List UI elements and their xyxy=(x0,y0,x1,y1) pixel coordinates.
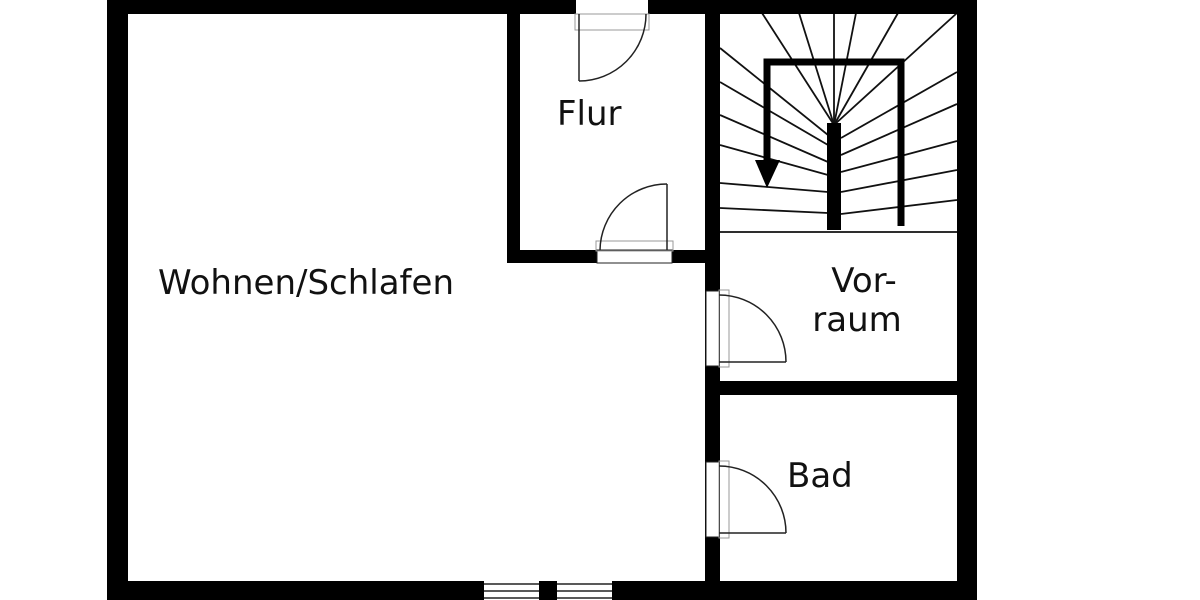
walls xyxy=(107,0,977,600)
window-1 xyxy=(484,581,539,600)
window-2 xyxy=(557,581,612,600)
arrow-down-icon xyxy=(755,58,905,226)
room-label-flur: Flur xyxy=(557,94,622,134)
room-label-vorraum-line2: raum xyxy=(812,300,902,341)
room-label-bad: Bad xyxy=(787,456,853,496)
door-vorraum[interactable] xyxy=(705,289,787,368)
door-flur-bottom[interactable] xyxy=(595,183,674,264)
room-label-wohnen-schlafen: Wohnen/Schlafen xyxy=(158,263,454,303)
stair-center-post xyxy=(827,123,841,230)
room-label-vorraum-line1: Vor- xyxy=(831,261,897,301)
room-label-vorraum: Vor- raum xyxy=(797,261,917,341)
door-flur-top[interactable] xyxy=(574,0,650,82)
door-bad[interactable] xyxy=(705,460,787,539)
